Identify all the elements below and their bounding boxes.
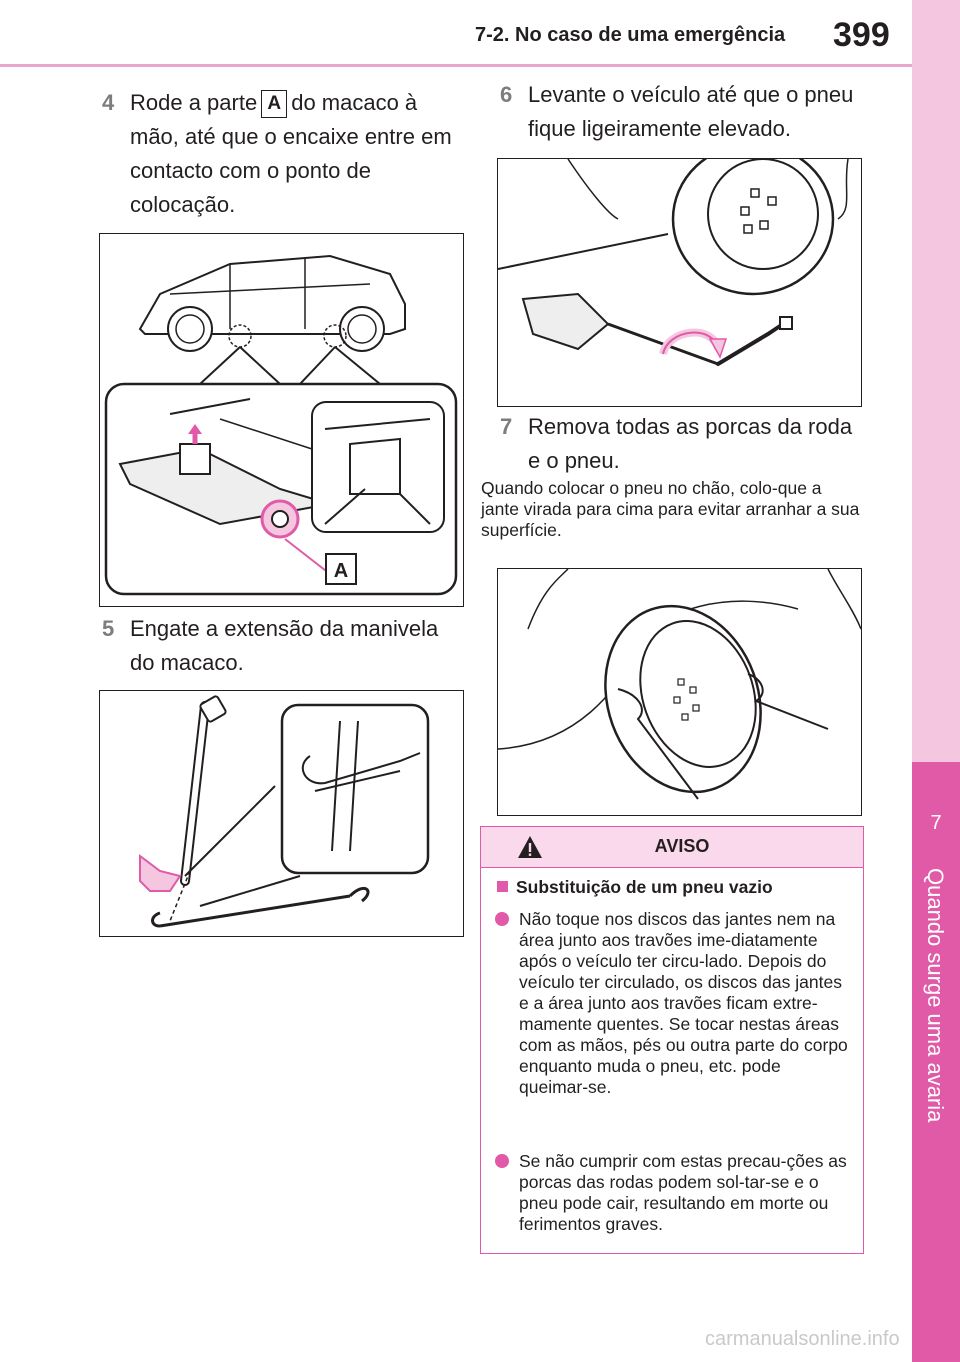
page-number: 399 bbox=[833, 16, 890, 54]
figure-part-a-label: A bbox=[334, 560, 348, 582]
step-number: 5 bbox=[102, 616, 115, 641]
chapter-title: Quando surge uma avaria bbox=[923, 868, 948, 1123]
step-7: 7 Remova todas as porcas da roda e o pne… bbox=[500, 410, 858, 478]
warning-bullet-1: Não toque nos discos das jantes nem na á… bbox=[495, 909, 849, 1098]
step-text: Engate a extensão da manivela do macaco. bbox=[130, 616, 439, 675]
step-text: Levante o veículo até que o pneu fique l… bbox=[528, 82, 854, 141]
bullet-dot-icon bbox=[495, 1154, 509, 1168]
figure-crank-extension bbox=[99, 690, 464, 937]
square-bullet-icon bbox=[497, 881, 508, 892]
chapter-number: 7 bbox=[930, 812, 942, 834]
section-title: 7-2. No caso de uma emergência bbox=[475, 24, 786, 46]
step-number: 4 bbox=[102, 90, 115, 115]
figure-jack-position: A bbox=[99, 233, 464, 607]
step-5: 5 Engate a extensão da manivela do macac… bbox=[102, 612, 460, 680]
figure-remove-tire bbox=[497, 568, 862, 816]
step-number: 7 bbox=[500, 414, 513, 439]
step-text: Rode a parte bbox=[130, 90, 258, 115]
header-rule bbox=[0, 64, 912, 67]
warning-subtitle: Substituição de um pneu vazio bbox=[497, 877, 773, 898]
step-text-cont: do macaco à mão, até que o encaixe entre… bbox=[130, 90, 452, 217]
chapter-side-tab: 7 Quando surge uma avaria bbox=[912, 0, 960, 1362]
step-text: Remova todas as porcas da roda e o pneu. bbox=[528, 414, 853, 473]
warning-header: AVISO bbox=[481, 827, 863, 868]
warning-box: AVISO Substituição de um pneu vazio Não … bbox=[480, 826, 864, 1254]
bullet-dot-icon bbox=[495, 912, 509, 926]
part-a-label: A bbox=[261, 90, 288, 119]
warning-bullet-2: Se não cumprir com estas precau-ções as … bbox=[495, 1151, 849, 1235]
tire-placement-note: Quando colocar o pneu no chão, colo-que … bbox=[481, 478, 860, 540]
figure-lift-vehicle bbox=[497, 158, 862, 407]
chapter-tab-highlight bbox=[912, 762, 960, 1362]
step-6: 6 Levante o veículo até que o pneu fique… bbox=[500, 78, 858, 146]
step-number: 6 bbox=[500, 82, 513, 107]
warning-title: AVISO bbox=[654, 836, 710, 856]
warning-triangle-icon bbox=[518, 836, 542, 858]
watermark: carmanualsonline.info bbox=[705, 1328, 900, 1350]
